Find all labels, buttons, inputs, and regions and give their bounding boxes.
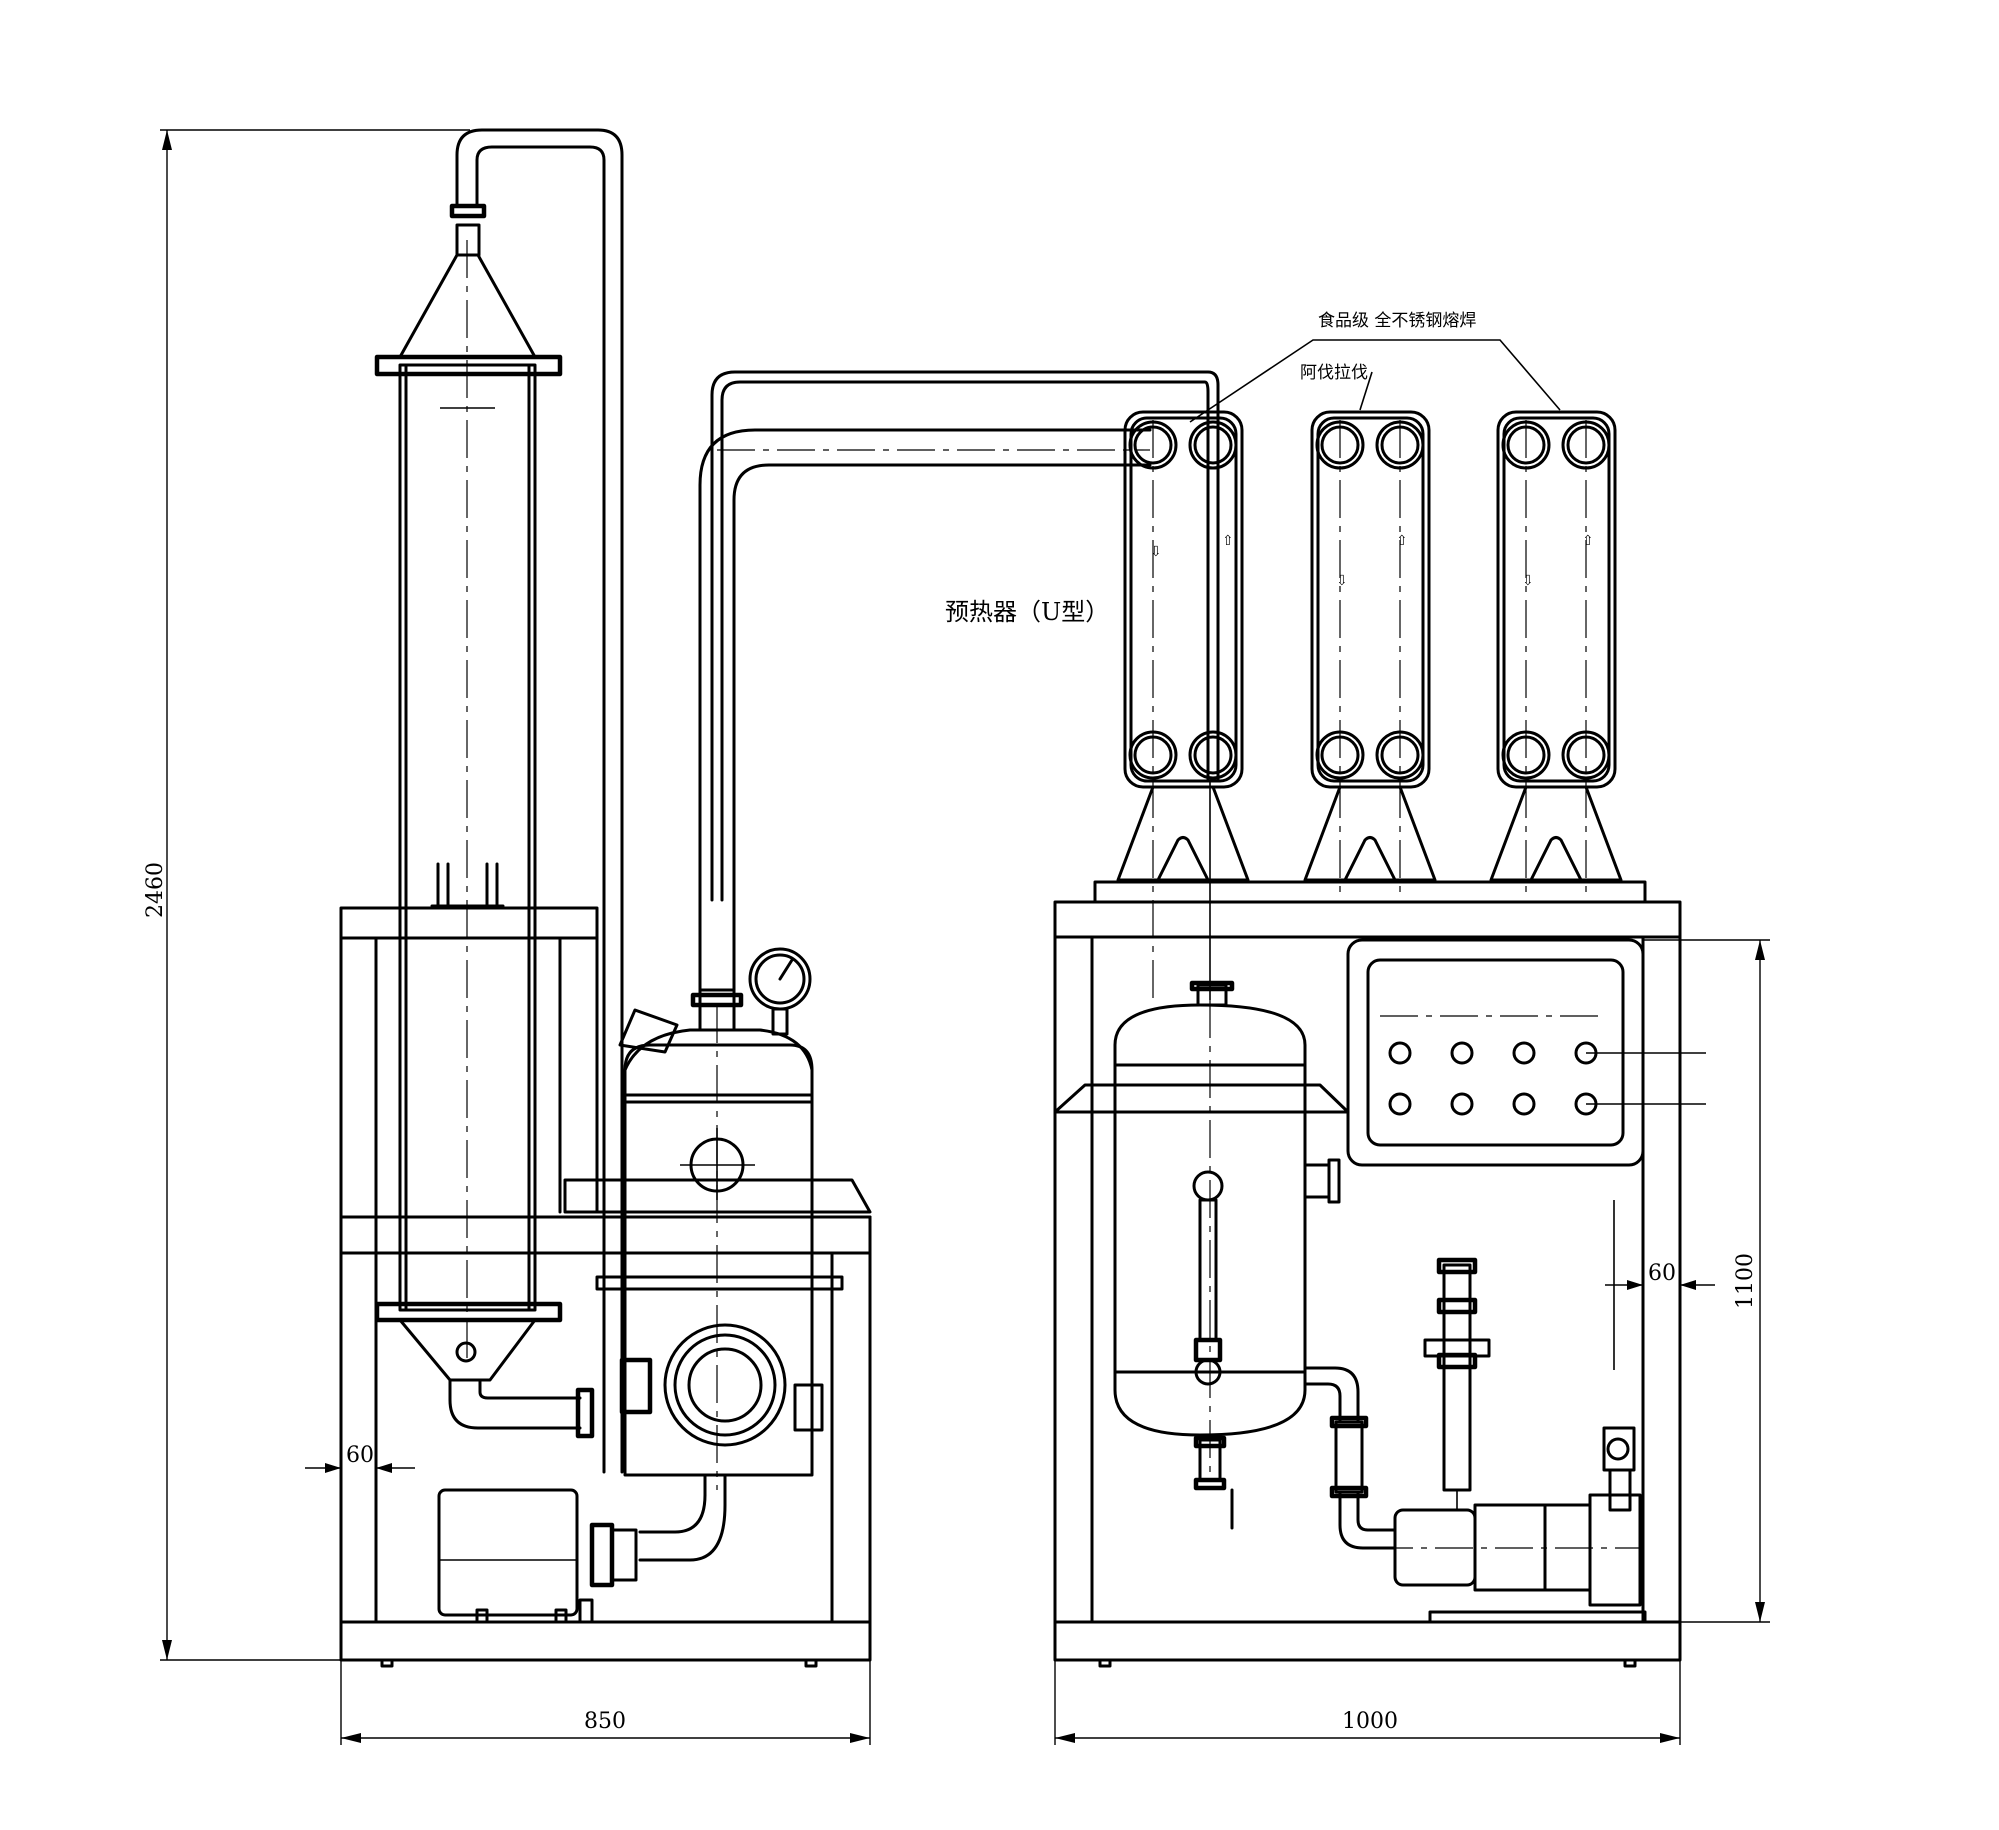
svg-text:⇧: ⇧ <box>1222 533 1234 549</box>
heat-exchanger-2: ⇩ ⇧ <box>1303 410 1437 900</box>
panel-ports <box>1380 1015 1706 1116</box>
dim-gap-right: 60 <box>1648 1261 1676 1286</box>
svg-text:⇧: ⇧ <box>1582 533 1594 549</box>
heat-exchanger-1: ⇩ ⇧ <box>1116 410 1250 1000</box>
brand-label: 阿伐拉伐 <box>1300 363 1368 383</box>
heat-exchanger-3: ⇩ ⇧ <box>1489 410 1623 900</box>
dim-height-total: 2460 <box>143 862 168 918</box>
svg-text:⇧: ⇧ <box>1396 533 1408 549</box>
annotation-labels: 食品级 全不锈钢熔焊 阿伐拉伐 预热器（U型） <box>945 311 1476 626</box>
evaporator <box>595 947 844 1562</box>
dim-width-right: 1000 <box>1342 1709 1398 1734</box>
left-pump <box>437 1488 638 1624</box>
dim-height-right: 1100 <box>1733 1253 1758 1309</box>
dim-gap-left: 60 <box>346 1443 374 1468</box>
svg-text:⇩: ⇩ <box>1336 573 1348 589</box>
material-label: 食品级 全不锈钢熔焊 <box>1318 311 1476 331</box>
dimension-labels: 2460 850 1000 1100 60 60 <box>143 862 1758 1734</box>
condenser-column <box>374 128 624 1474</box>
right-pump <box>1338 1257 1647 1624</box>
dim-width-left: 850 <box>584 1709 626 1734</box>
separator-vessel <box>1113 980 1369 1530</box>
left-frame <box>339 906 872 1668</box>
dimension-lines <box>160 129 1770 1745</box>
vapor-pipe <box>698 370 1220 992</box>
preheater-label: 预热器（U型） <box>945 598 1109 626</box>
svg-text:⇩: ⇩ <box>1150 544 1162 560</box>
svg-text:⇩: ⇩ <box>1522 573 1534 589</box>
label-leaders <box>1189 339 1561 423</box>
